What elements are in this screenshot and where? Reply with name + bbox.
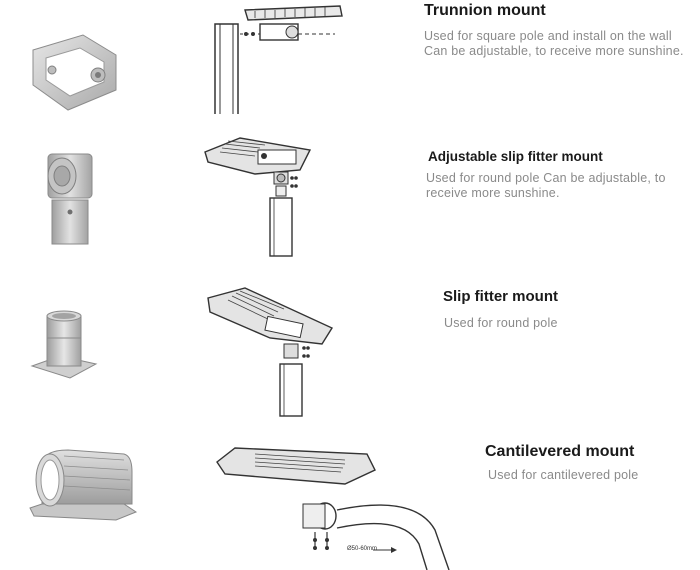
mount-row-cantilevered: Ø50-60mm Cantilevered mount Used for can… (0, 420, 700, 570)
mount-row-trunnion: Trunnion mount Used for square pole and … (0, 0, 700, 130)
cantilever-install-diagram-icon (216, 447, 450, 570)
trunnion-bracket-icon (32, 34, 117, 111)
mount-title-adjustable-slip-fitter: Adjustable slip fitter mount (428, 149, 603, 164)
mount-title-trunnion: Trunnion mount (424, 2, 546, 19)
mount-description-cantilevered: Used for cantilevered pole (488, 468, 639, 482)
mount-description-slip-fitter: Used for round pole (444, 316, 558, 330)
mount-row-adjustable-slip-fitter: Adjustable slip fitter mount Used for ro… (0, 130, 700, 260)
pole-diameter-label: Ø50-60mm (347, 546, 378, 552)
mount-description-adjustable-slip-fitter: Used for round pole Can be adjustable, t… (426, 171, 666, 200)
cantilever-clamp-icon (29, 449, 138, 521)
slip-fitter-install-diagram-icon (207, 287, 334, 417)
adjustable-slip-fitter-install-diagram-icon (204, 137, 312, 257)
mount-row-slip-fitter: Slip fitter mount Used for round pole (0, 260, 700, 420)
adjustable-slip-fitter-icon (47, 153, 93, 245)
trunnion-install-diagram-icon (214, 5, 343, 114)
mount-description-trunnion: Used for square pole and install on the … (424, 29, 684, 58)
mount-title-slip-fitter: Slip fitter mount (443, 288, 558, 305)
slip-fitter-icon (30, 310, 98, 379)
mount-title-cantilevered: Cantilevered mount (485, 443, 635, 460)
